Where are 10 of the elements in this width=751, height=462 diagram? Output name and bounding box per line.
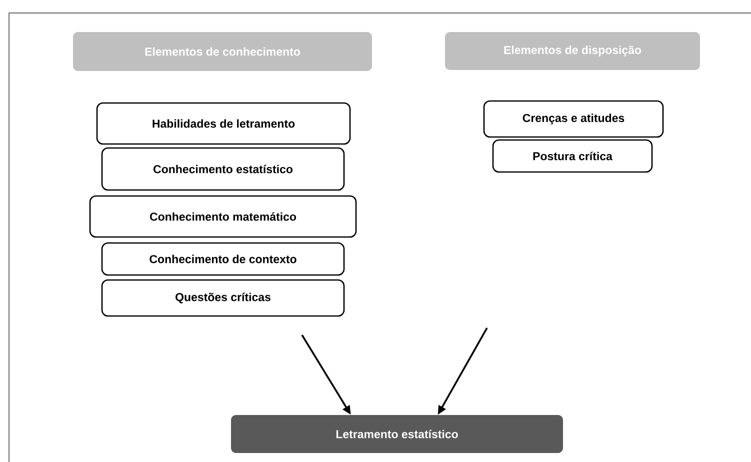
item-box: Postura crítica — [492, 139, 653, 173]
result-box: Letramento estatístico — [231, 415, 563, 453]
item-box: Conhecimento estatístico — [101, 147, 345, 191]
header-box: Elementos de conhecimento — [73, 32, 372, 71]
item-box: Conhecimento matemático — [89, 195, 357, 238]
item-box: Conhecimento de contexto — [101, 242, 345, 276]
item-box: Crenças e atitudes — [483, 100, 664, 138]
header-box: Elementos de disposição — [445, 32, 700, 70]
item-box: Questões críticas — [101, 279, 345, 317]
item-box: Habilidades de letramento — [96, 102, 351, 145]
